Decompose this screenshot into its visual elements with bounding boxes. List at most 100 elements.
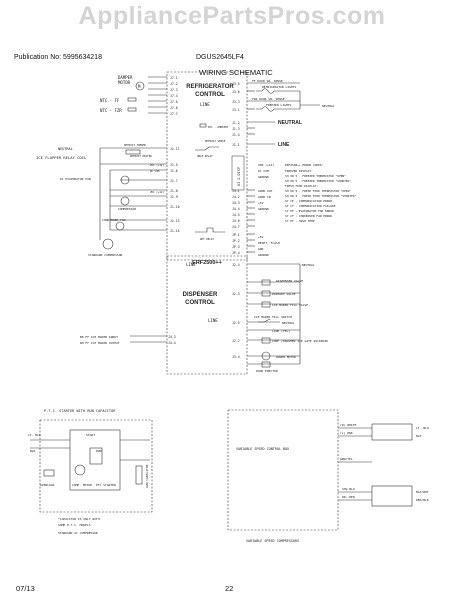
svg-text:J2-4: J2-4 [232,263,240,267]
svg-text:COMP. MOTOR: COMP. MOTOR [72,483,92,487]
ntc-fzr-resistor-icon [127,107,137,112]
svg-text:ADDR OUT: ADDR OUT [258,189,273,193]
svg-text:J2-3: J2-3 [232,292,240,296]
svg-text:(L) PNK: (L) PNK [340,431,353,435]
svg-text:BLK: BLK [30,449,36,453]
svg-text:FRESH FOOD DISPLAY:: FRESH FOOD DISPLAY: [285,184,318,188]
svg-text:DAMPER: DAMPER [118,75,133,80]
main-board-left-wires [99,76,167,240]
svg-text:SOME P.T.C. MODELS: SOME P.T.C. MODELS [58,523,91,527]
svg-text:J4-7: J4-7 [232,225,240,229]
svg-text:J7-3: J7-3 [170,88,178,92]
svg-text:GRN/YEL: GRN/YEL [340,457,353,461]
watermark: AppliancePartsPros.com [78,2,386,30]
main-board-left-pins: J7-1 J7-2 J7-3 J7-4 J7-5 J7-6 J7-7 J1-11… [170,76,180,233]
damper-motor-icon [135,81,145,91]
dispenser-wires [130,263,301,368]
svg-text:DEFROST SENSE: DEFROST SENSE [205,139,226,143]
svg-text:DC COM: DC COM [150,169,160,173]
svg-text:ICE MAKER FILL VALVE: ICE MAKER FILL VALVE [272,303,308,307]
svg-text:J1-8: J1-8 [170,189,178,193]
svg-text:COMPRESSOR: COMPRESSOR [118,207,136,211]
refrigerator-lights-icon [256,88,300,94]
svg-text:DEFROST THERMO: DEFROST THERMO [124,143,146,147]
ntc-ambient-icon [199,123,207,128]
svg-text:WH FF ICE MAKER OUTPUT: WH FF ICE MAKER OUTPUT [80,341,120,345]
svg-text:GROUND: GROUND [258,207,269,211]
svg-text:CORF /CRUSHED ICE GATE SOLENOI: CORF /CRUSHED ICE GATE SOLENOID [272,339,328,343]
svg-text:+5V: +5V [258,201,264,205]
svg-text:GROUND: GROUND [258,175,269,179]
svg-text:J4-4: J4-4 [168,341,176,345]
dispenser-line-label: LINE [186,262,196,267]
svg-text:J2-5: J2-5 [232,321,240,325]
svg-text:AUGER MOTOR: AUGER MOTOR [276,355,296,359]
fill-switch-icon [258,318,271,323]
svg-text:J4-4: J4-4 [232,207,240,211]
svg-text:ADDR IN: ADDR IN [258,195,271,199]
svg-text:M: M [138,84,141,89]
svg-text:RED/BLK: RED/BLK [416,498,429,502]
dispenser-valve-icon [261,279,271,286]
svg-text:JP-4: JP-4 [232,251,240,255]
svg-text:J1-6: J1-6 [170,169,178,173]
ptc-labels: START RUN COMP. MOTOR PTC STARTER OVERLO… [28,433,149,488]
svg-text:DC EVAPORATOR FAN: DC EVAPORATOR FAN [60,177,91,181]
comp-motor-icon [74,464,86,476]
main-board-small-labels: DEFROST THERMO DEFROST HEATER VDC (+12) … [124,125,229,241]
svg-text:+5V: +5V [258,235,264,239]
footer-date: 07/13 [16,584,35,593]
svg-text:J7-5: J7-5 [170,100,178,104]
dispenser-title-1: DISPENSER [183,292,218,298]
svg-text:FREEZER LIGHTS: FREEZER LIGHTS [266,103,291,107]
vsc-caption: VARIABLE SPEED COMPRESSORS [246,539,299,543]
svg-text:ERF2500++ ERROR CODES:: ERF2500++ ERROR CODES: [285,163,324,167]
ptc-wires [30,429,150,491]
svg-text:SY EF - HIGH TEMP: SY EF - HIGH TEMP [285,219,315,223]
svg-text:SH OR 5 - FRESH FOOD THERMISTO: SH OR 5 - FRESH FOOD THERMISTOR "SHORTED… [285,194,357,198]
dispenser-title-2: CONTROL [185,300,215,306]
svg-text:NEUTRAL: NEUTRAL [282,321,295,325]
svg-text:J3-5: J3-5 [232,82,240,86]
svg-text:J1-1: J1-1 [232,143,240,147]
svg-text:BK FF ICE MAKER INPUT: BK FF ICE MAKER INPUT [80,335,118,339]
ui-disp-box [231,155,245,191]
svg-text:J7-2: J7-2 [170,82,178,86]
evaporator-fan-icon [120,175,130,185]
svg-text:J1-11: J1-11 [170,147,180,151]
fill-valve-icon [261,301,271,308]
svg-text:DC COM: DC COM [258,169,269,173]
vsc-box-label: VARIABLE SPEED CONTROL BOX [236,447,290,451]
ptc-title: P.T.C. STARTER WITH RUN CAPACITOR [44,409,116,413]
vsc-labels: (N) WHITE (L) PNK LT. BLU BLK GRN/YEL BL… [340,423,429,502]
svg-text:SY CF - CONDENSER FAN ERROR: SY CF - CONDENSER FAN ERROR [285,214,332,218]
svg-text:J1-2: J1-2 [232,121,240,125]
line-label: LINE [278,142,290,148]
svg-text:LT. BLU: LT. BLU [416,426,429,430]
ptc-note: *CAPACITOR IS ONLY WITH SOME P.T.C. MODE… [58,517,100,535]
svg-text:J1-3: J1-3 [232,127,240,131]
svg-text:J4-5: J4-5 [232,213,240,217]
model-number: DGUS2645LF4 [196,54,244,61]
svg-text:J1-13: J1-13 [170,219,180,223]
refrigerator-control-board [166,71,248,261]
svg-text:FF DOOR SW. SENSE: FF DOOR SW. SENSE [252,79,283,83]
svg-text:LT. BLU: LT. BLU [28,433,41,437]
ui-disp-label: UI & DISP [237,167,241,186]
svg-text:PTC STARTER: PTC STARTER [96,483,116,487]
svg-text:J3-4: J3-4 [232,355,240,359]
svg-text:DEF RELAY: DEF RELAY [200,237,214,241]
svg-text:DISPENSER VALVE: DISPENSER VALVE [276,279,303,283]
svg-text:ICE MAKER FILL SWITCH: ICE MAKER FILL SWITCH [254,315,292,319]
page-number: 22 [225,584,234,593]
svg-text:J1-15: J1-15 [170,229,180,233]
svg-text:VDC (+12): VDC (+12) [150,190,164,194]
svg-text:J3-1: J3-1 [232,108,240,112]
svg-text:J4-1: J4-1 [232,189,240,193]
door-erector-icon [261,361,271,368]
svg-text:JP-1: JP-1 [232,233,240,237]
page-title: WIRING SCHEMATIC [199,68,273,77]
svg-text:J3-6: J3-6 [232,90,240,94]
ntc-ff-resistor-icon [127,97,137,102]
main-board-right-labels: FF DOOR SW. SENSE REFRIGERATOR LIGHTS FZ… [252,79,335,257]
